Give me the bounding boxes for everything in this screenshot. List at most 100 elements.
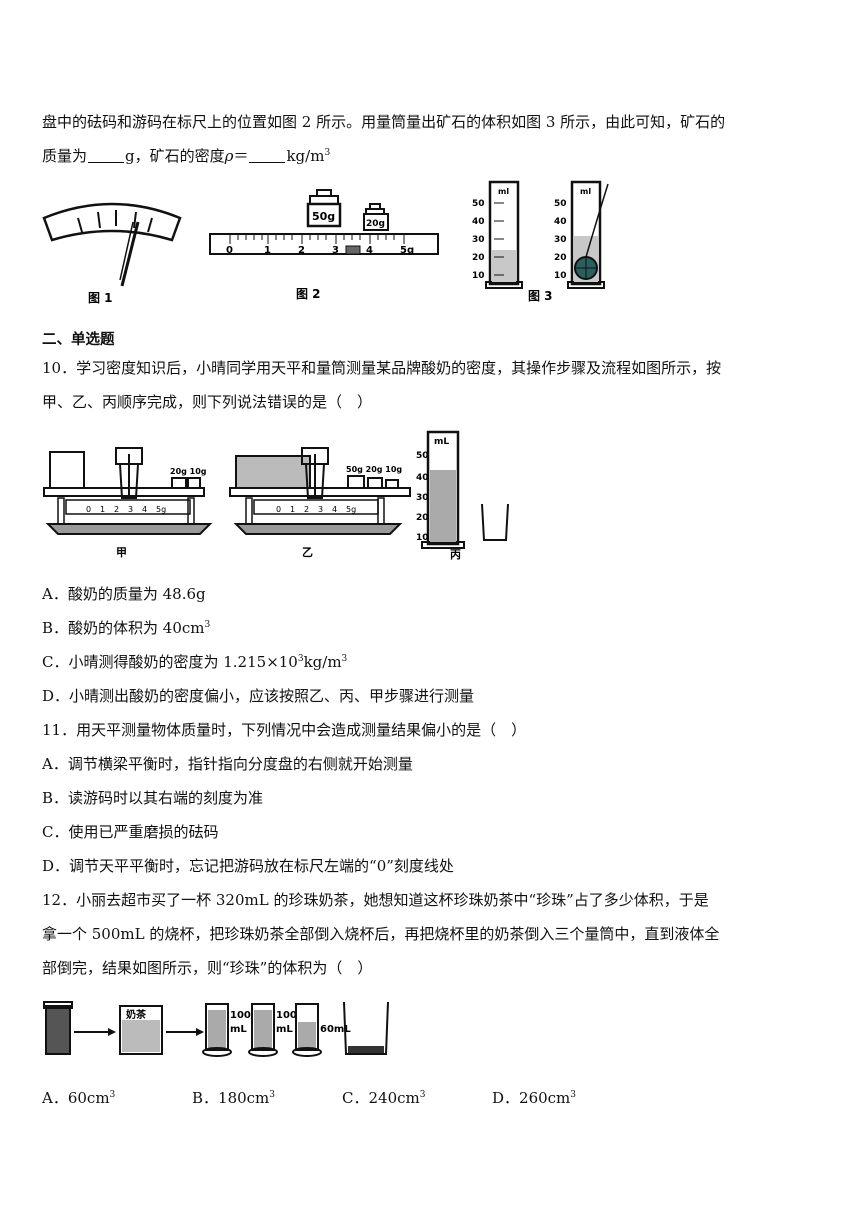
q10-stem-line2: 甲、乙、丙顺序完成，则下列说法错误的是（ ） <box>42 393 373 411</box>
fig3-left-tick-30: 30 <box>472 235 485 245</box>
fig2-tick-1: 1 <box>264 245 271 256</box>
fig-bing-label: 丙 <box>450 548 461 561</box>
q12-optd-sup: 3 <box>570 1090 577 1100</box>
fig3-left-tick-40: 40 <box>472 217 485 227</box>
fig2-tick-2: 2 <box>298 245 305 256</box>
balance-yi: 50g 20g 10g 0 1 2 3 4 5g 乙 <box>229 447 411 559</box>
jia-tick-4: 4 <box>142 505 147 514</box>
bing-unit: mL <box>434 437 449 447</box>
q12-optd-text: D．260cm <box>492 1089 571 1107</box>
q12-figure: 奶茶 100 mL 100 mL 60mL <box>43 1001 389 1057</box>
bing-tick-10: 10 <box>416 533 429 543</box>
q10-option-d[interactable]: D．小晴测出酸奶的密度偏小，应该按照乙、丙、甲步骤进行测量 <box>42 687 475 705</box>
q10-optb-text: B．酸奶的体积为 40cm <box>42 619 205 637</box>
bing-tick-30: 30 <box>416 493 429 503</box>
fig2-weight-20g: 20g <box>366 219 385 229</box>
q11-option-c[interactable]: C．使用已严重磨损的砝码 <box>42 823 219 841</box>
yi-tick-1: 1 <box>290 505 295 514</box>
q10-option-c[interactable]: C．小晴测得酸奶的密度为 1.215×103kg/m3 <box>42 652 820 672</box>
yi-tick-5: 5g <box>346 505 356 514</box>
equals-sign: ＝ <box>233 147 249 165</box>
q11-option-b[interactable]: B．读游码时以其右端的刻度为准 <box>42 789 264 807</box>
q9-mass-blank[interactable] <box>88 148 125 163</box>
cylinder-bing: mL 50 40 30 20 10 丙 <box>416 430 509 561</box>
fig3-left-tick-10: 10 <box>472 271 485 281</box>
q12-beaker-label: 奶茶 <box>126 1008 147 1021</box>
jia-tick-2: 2 <box>114 505 119 514</box>
fig2-weights-scale: 50g 20g 0 1 2 3 4 5g 图 2 <box>209 189 439 301</box>
q10-option-b[interactable]: B．酸奶的体积为 40cm3 <box>42 618 820 638</box>
yi-tick-2: 2 <box>304 505 309 514</box>
fig3-right-tick-50: 50 <box>554 199 567 209</box>
q12-optc-sup: 3 <box>419 1090 426 1100</box>
fig2-caption: 图 2 <box>296 287 321 301</box>
fig2-tick-5: 5g <box>400 245 414 256</box>
q12-option-d[interactable]: D．260cm3 <box>492 1088 576 1108</box>
fig3-left-tick-20: 20 <box>472 253 485 263</box>
q9-text-line2: 质量为 g，矿石的密度ρ＝ kg/m3 <box>42 146 820 166</box>
q9-text-line1: 盘中的砝码和游码在标尺上的位置如图 2 所示。用量筒量出矿石的体积如图 3 所示… <box>42 112 820 132</box>
q12-opta-sup: 3 <box>109 1090 116 1100</box>
q9-density-unit: kg/m <box>286 147 325 165</box>
q12-optb-sup: 3 <box>269 1090 276 1100</box>
q12-cyl1-value: 100 <box>230 1010 251 1021</box>
q10-stem-line1: 10．学习密度知识后，小晴同学用天平和量筒测量某品牌酸奶的密度，其操作步骤及流程… <box>42 359 722 377</box>
q12-stem-line2: 拿一个 500mL 的烧杯，把珍珠奶茶全部倒入烧杯后，再把烧杯里的奶茶倒入三个量… <box>42 925 720 943</box>
fig-jia-label: 甲 <box>116 546 127 559</box>
yi-tick-3: 3 <box>318 505 323 514</box>
q12-opta-text: A．60cm <box>42 1089 110 1107</box>
q9-density-blank[interactable] <box>249 148 286 163</box>
q12-option-b[interactable]: B．180cm3 <box>192 1088 275 1108</box>
fig2-tick-0: 0 <box>226 245 233 256</box>
jia-weights: 20g 10g <box>170 467 207 476</box>
q10-optc-sup1: 3 <box>297 654 304 664</box>
q9-unit-sup: 3 <box>324 148 331 158</box>
q11-stem: 11．用天平测量物体质量时，下列情况中会造成测量结果偏小的是（ ） <box>42 721 527 739</box>
q11-option-d[interactable]: D．调节天平平衡时，忘记把游码放在标尺左端的“0”刻度线处 <box>42 857 454 875</box>
section-title: 二、单选题 <box>42 332 115 348</box>
jia-tick-3: 3 <box>128 505 133 514</box>
q10-optc-sup2: 3 <box>341 654 348 664</box>
q12-option-a[interactable]: A．60cm3 <box>42 1088 115 1108</box>
balance-jia: 20g 10g 0 1 2 3 4 5g 甲 <box>43 447 213 559</box>
q9-line1: 盘中的砝码和游码在标尺上的位置如图 2 所示。用量筒量出矿石的体积如图 3 所示… <box>42 113 726 131</box>
fig2-weight-50g: 50g <box>312 210 335 223</box>
fig3-left-unit: ml <box>498 187 509 196</box>
fig3-left-tick-50: 50 <box>472 199 485 209</box>
bing-tick-40: 40 <box>416 473 429 483</box>
bing-tick-20: 20 <box>416 513 429 523</box>
fig3-right-tick-10: 10 <box>554 271 567 281</box>
jia-tick-5: 5g <box>156 505 166 514</box>
fig-yi-label: 乙 <box>302 546 313 559</box>
q9-density-prefix: g，矿石的密度 <box>125 147 225 165</box>
rho-symbol: ρ <box>224 147 234 165</box>
q12-option-c[interactable]: C．240cm3 <box>342 1088 425 1108</box>
jia-tick-0: 0 <box>86 505 91 514</box>
fig2-tick-4: 4 <box>366 245 373 256</box>
q12-optb-text: B．180cm <box>192 1089 270 1107</box>
q12-optc-text: C．240cm <box>342 1089 420 1107</box>
q12-cyl1-unit: mL <box>230 1024 247 1035</box>
q10-option-a[interactable]: A．酸奶的质量为 48.6g <box>42 585 206 603</box>
q9-mass-prefix: 质量为 <box>42 147 88 165</box>
q12-cyl3-label: 60mL <box>320 1024 351 1035</box>
fig3-right-tick-40: 40 <box>554 217 567 227</box>
fig3-right-tick-30: 30 <box>554 235 567 245</box>
q12-stem-line3: 部倒完，结果如图所示，则“珍珠”的体积为（ ） <box>42 959 373 977</box>
q10-optc-text: C．小晴测得酸奶的密度为 1.215×10 <box>42 653 298 671</box>
fig3-right-tick-20: 20 <box>554 253 567 263</box>
q12-stem-line1: 12．小丽去超市买了一杯 320mL 的珍珠奶茶，她想知道这杯珍珠奶茶中“珍珠”… <box>42 891 709 909</box>
yi-weights: 50g 20g 10g <box>346 465 402 474</box>
q11-option-a[interactable]: A．调节横梁平衡时，指针指向分度盘的右侧就开始测量 <box>42 755 413 773</box>
fig1-dial: 图 1 <box>42 202 182 305</box>
q12-cyl2-value: 100 <box>276 1010 297 1021</box>
q10-optb-sup: 3 <box>204 620 211 630</box>
fig2-tick-3: 3 <box>332 245 339 256</box>
bing-tick-50: 50 <box>416 451 429 461</box>
jia-tick-1: 1 <box>100 505 105 514</box>
yi-tick-4: 4 <box>332 505 337 514</box>
q10-figure: 20g 10g 0 1 2 3 4 5g 甲 50g 20g 10g 0 1 2… <box>43 430 509 561</box>
q10-optc-unit: kg/m <box>303 653 342 671</box>
fig3-caption: 图 3 <box>528 289 553 303</box>
fig1-caption: 图 1 <box>88 291 113 305</box>
